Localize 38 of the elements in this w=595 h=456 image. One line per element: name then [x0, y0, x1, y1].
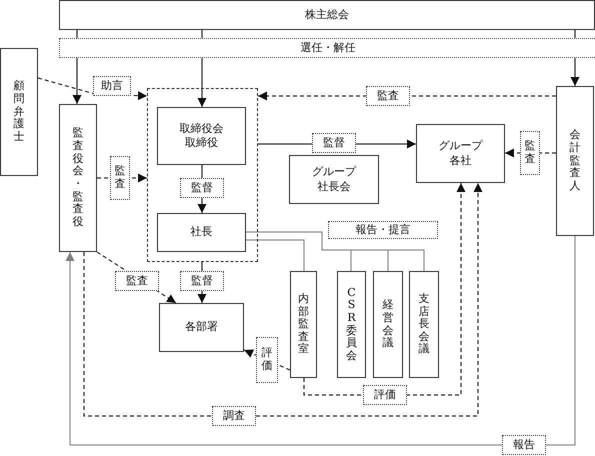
vertical-box: 会計監査人: [556, 86, 594, 236]
edge-label: 監督: [180, 178, 224, 198]
edge-label: 評価: [256, 337, 278, 383]
arrow: [570, 58, 580, 86]
vertical-box: CSR委員会: [337, 271, 366, 378]
vertical-box: 経営会議: [373, 271, 403, 378]
dashed-group-box: [147, 88, 258, 262]
connector-line: [574, 30, 576, 38]
edge-label: 調査: [212, 406, 256, 426]
box: 社長: [157, 213, 246, 252]
box: グループ社長会: [289, 155, 379, 204]
arrow: [66, 236, 576, 446]
box: 各部署: [159, 303, 244, 352]
edge-label: 報告: [502, 435, 546, 455]
vertical-box: 内部監査室: [290, 271, 317, 378]
edge-label: 助言: [93, 76, 131, 96]
edge-label: 監査: [520, 131, 540, 175]
box: 株主総会: [59, 0, 595, 30]
box: 取締役会取締役: [157, 107, 246, 165]
vertical-box: 支店長会議: [409, 271, 439, 378]
edge-label: 監査: [110, 156, 130, 200]
arrow: [84, 182, 482, 416]
connector-line: [246, 232, 424, 272]
vertical-box: 監査役会・監査役: [59, 104, 97, 252]
vertical-box: 顧問弁護士: [0, 48, 38, 176]
box: グループ各社: [416, 124, 505, 183]
edge-label: 監査: [115, 271, 159, 291]
arrow: [72, 58, 82, 104]
edge-label: 監督: [312, 133, 356, 153]
selection-band: 選任・解任: [59, 38, 595, 58]
edge-label: 報告・提言: [328, 221, 438, 239]
arrow: [198, 58, 206, 108]
edge-label: 評価: [363, 385, 407, 405]
arrow: [304, 182, 466, 396]
connector-line: [246, 240, 304, 272]
edge-label: 監督: [180, 271, 224, 291]
edge-label: 監査: [366, 86, 410, 106]
connector-line: [76, 30, 78, 38]
